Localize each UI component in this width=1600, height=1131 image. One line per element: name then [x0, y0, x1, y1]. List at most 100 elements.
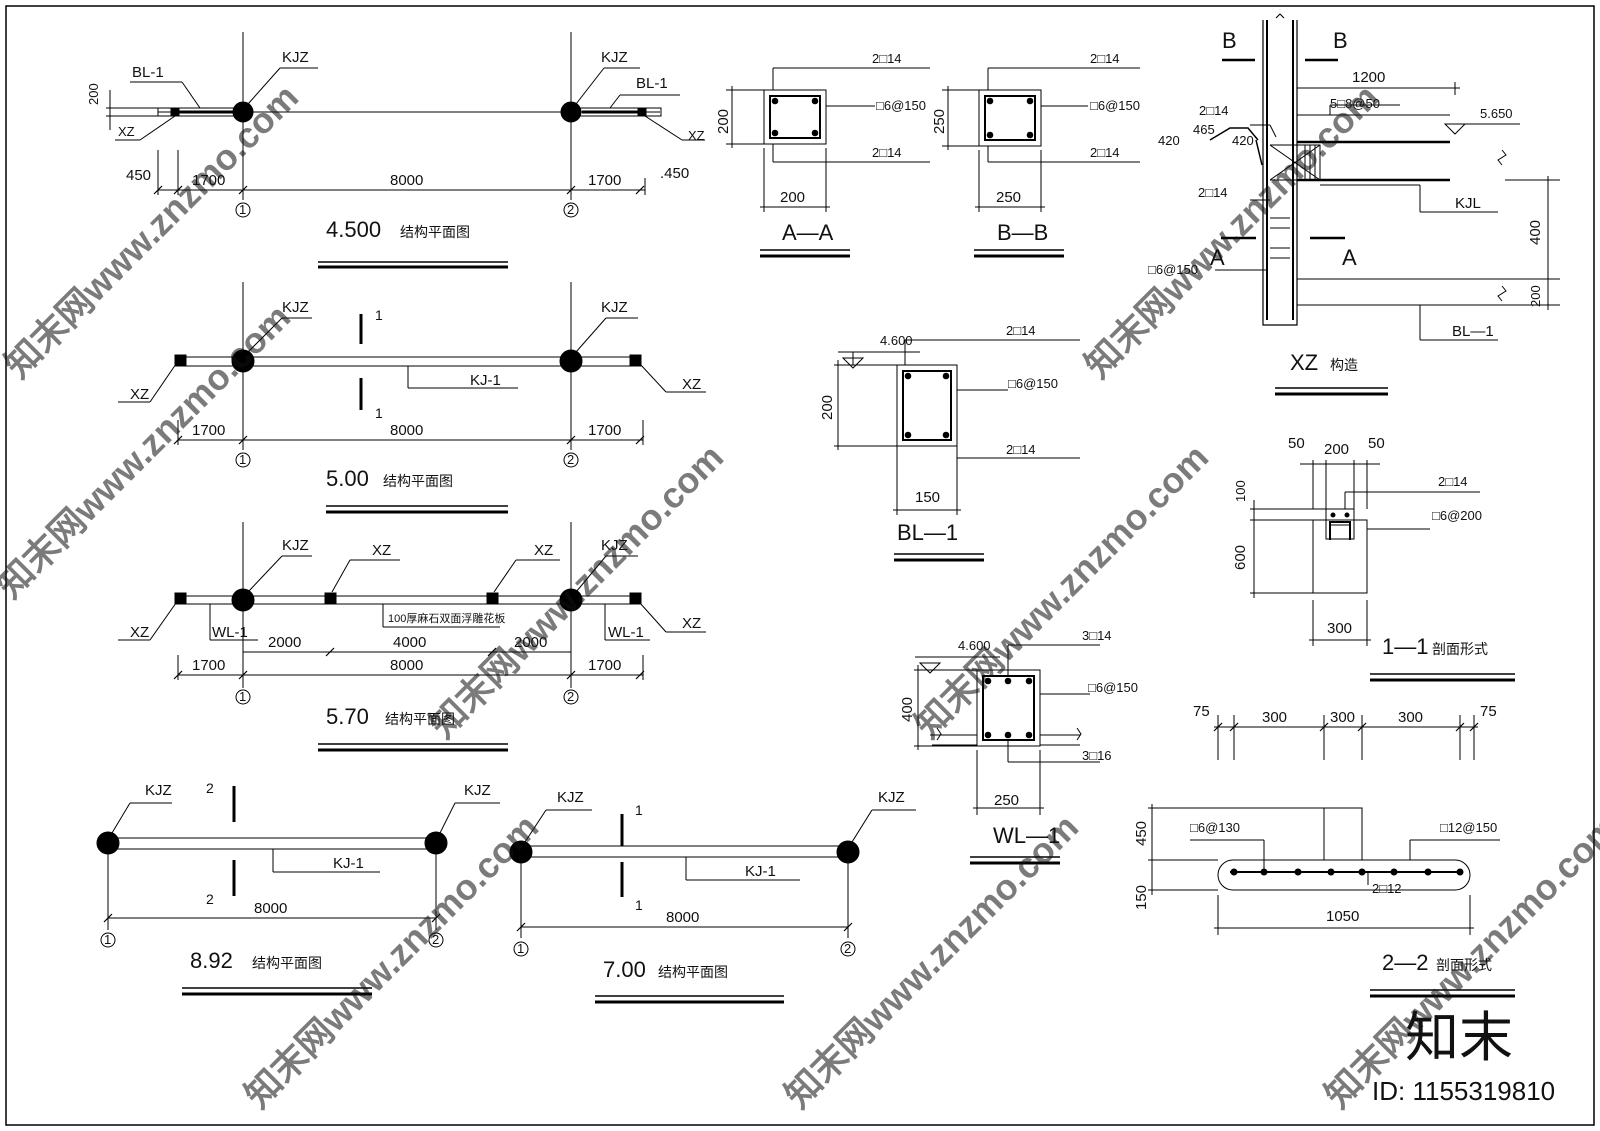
xz-dim-420-right: 420	[1232, 133, 1254, 148]
bl1-height: 200	[819, 395, 836, 420]
xz-column	[637, 107, 647, 117]
wl1-title: WL—1	[993, 823, 1060, 848]
plan-title-elevation: 5.70	[326, 704, 369, 729]
xz-stirrup-bottom: □6@150	[1148, 262, 1198, 277]
label-bl-left: BL-1	[132, 64, 164, 81]
axis-1: 1	[239, 452, 246, 467]
section-mark-top: 1	[375, 307, 383, 323]
section-wl1	[914, 644, 1100, 865]
plan-title-text: 结构平面图	[658, 964, 728, 980]
s22-stirrup: □6@130	[1190, 820, 1240, 835]
dim-8000: 8000	[254, 900, 287, 917]
kjz-column	[232, 101, 254, 123]
aa-width: 200	[780, 189, 805, 206]
dim-1700-left: 1700	[192, 172, 225, 189]
label-kjz-right: KJZ	[601, 537, 628, 554]
aa-title: A—A	[782, 220, 834, 245]
xz-column	[629, 592, 642, 605]
s11-dim-200: 200	[1324, 441, 1349, 458]
wl1-height: 400	[899, 697, 916, 722]
xz-stirrup-dense: 5□8@50	[1330, 96, 1380, 111]
axis-1: 1	[239, 689, 246, 704]
kjz-column	[231, 349, 255, 373]
axis-1: 1	[104, 932, 111, 947]
dim-1700-right: 1700	[588, 657, 621, 674]
dim-8000: 8000	[390, 422, 423, 439]
bb-stirrup: □6@150	[1090, 98, 1140, 113]
plan-title-text: 结构平面图	[383, 473, 453, 489]
kjz-column	[96, 831, 120, 855]
axis-1: 1	[239, 202, 246, 217]
dim-8000: 8000	[666, 909, 699, 926]
section-bb	[942, 67, 1140, 258]
xz-title-text: 构造	[1330, 357, 1358, 373]
bb-height: 250	[931, 109, 948, 134]
dim-450-left: 450	[126, 167, 151, 184]
label-kjz-left: KJZ	[557, 789, 584, 806]
xz-section-b-right: B	[1333, 28, 1348, 53]
s22-height-450: 450	[1133, 821, 1150, 846]
label-xz-left: XZ	[130, 624, 149, 641]
s11-width-300: 300	[1327, 620, 1352, 637]
s22-title-code: 2—2	[1382, 950, 1428, 975]
kjz-column	[509, 840, 533, 864]
xz-label-kjl: KJL	[1455, 195, 1481, 212]
aa-stirrup: □6@150	[876, 98, 926, 113]
bl1-top-bars: 2□14	[1006, 323, 1036, 338]
plan-title-elevation: 7.00	[603, 957, 646, 982]
plan-title-elevation: 8.92	[190, 948, 233, 973]
label-xz-right: XZ	[688, 128, 705, 143]
section-mark-bottom: 1	[375, 405, 383, 421]
axis-2: 2	[567, 452, 574, 467]
s22-side-bars: 2□12	[1372, 881, 1402, 896]
kjz-column	[560, 101, 582, 123]
sheet-border	[5, 5, 1595, 1126]
s11-height-600: 600	[1232, 545, 1249, 570]
kjz-column	[424, 831, 448, 855]
axis-2: 2	[567, 689, 574, 704]
xz-column	[174, 354, 187, 367]
dim-450-right: .450	[660, 165, 689, 182]
xz-column	[629, 354, 642, 367]
dim-4000: 4000	[393, 634, 426, 651]
kjz-column	[231, 588, 255, 612]
xz-elevation: 5.650	[1480, 106, 1513, 121]
s22-width-1050: 1050	[1326, 908, 1359, 925]
s22-dim-300-b: 300	[1330, 709, 1355, 726]
plan-title-elevation: 4.500	[326, 217, 381, 242]
dim-1700-left: 1700	[192, 657, 225, 674]
axis-2: 2	[432, 932, 439, 947]
bb-width: 250	[996, 189, 1021, 206]
section-mark-top: 1	[635, 802, 643, 818]
wl1-bottom-bars: 3□16	[1082, 748, 1112, 763]
bl1-width: 150	[915, 489, 940, 506]
label-kjz-right: KJZ	[878, 789, 905, 806]
s22-title-text: 剖面形式	[1436, 957, 1492, 973]
note-stone-panel: 100厚麻石双面浮雕花板	[388, 611, 505, 625]
xz-detail	[1209, 13, 1560, 396]
section-mark-top: 2	[206, 780, 214, 796]
label-kj1: KJ-1	[745, 863, 776, 880]
s22-dim-75-left: 75	[1193, 703, 1210, 720]
label-xz-mid2: XZ	[534, 542, 553, 559]
watermark-text: 知末网www.znzmo.com	[1317, 806, 1600, 1115]
image-id: ID: 1155319810	[1372, 1076, 1555, 1106]
label-kjz-right: KJZ	[601, 49, 628, 66]
wl1-width: 250	[994, 792, 1019, 809]
xz-column	[174, 592, 187, 605]
axis-2: 2	[567, 202, 574, 217]
xz-column	[170, 107, 180, 117]
xz-dim-465: 465	[1193, 122, 1215, 137]
brand-logo: 知末	[1405, 1008, 1513, 1068]
dim-8000: 8000	[390, 657, 423, 674]
section-11	[1250, 460, 1515, 682]
s11-stirrup: □6@200	[1432, 508, 1482, 523]
plan-4500	[106, 32, 705, 269]
bl1-bottom-bars: 2□14	[1006, 442, 1036, 457]
label-kjz-left: KJZ	[282, 537, 309, 554]
label-wl-left: WL-1	[212, 624, 248, 641]
xz-dim-1200: 1200	[1352, 69, 1385, 86]
dim-2000-right: 2000	[514, 634, 547, 651]
plan-570	[118, 522, 706, 752]
